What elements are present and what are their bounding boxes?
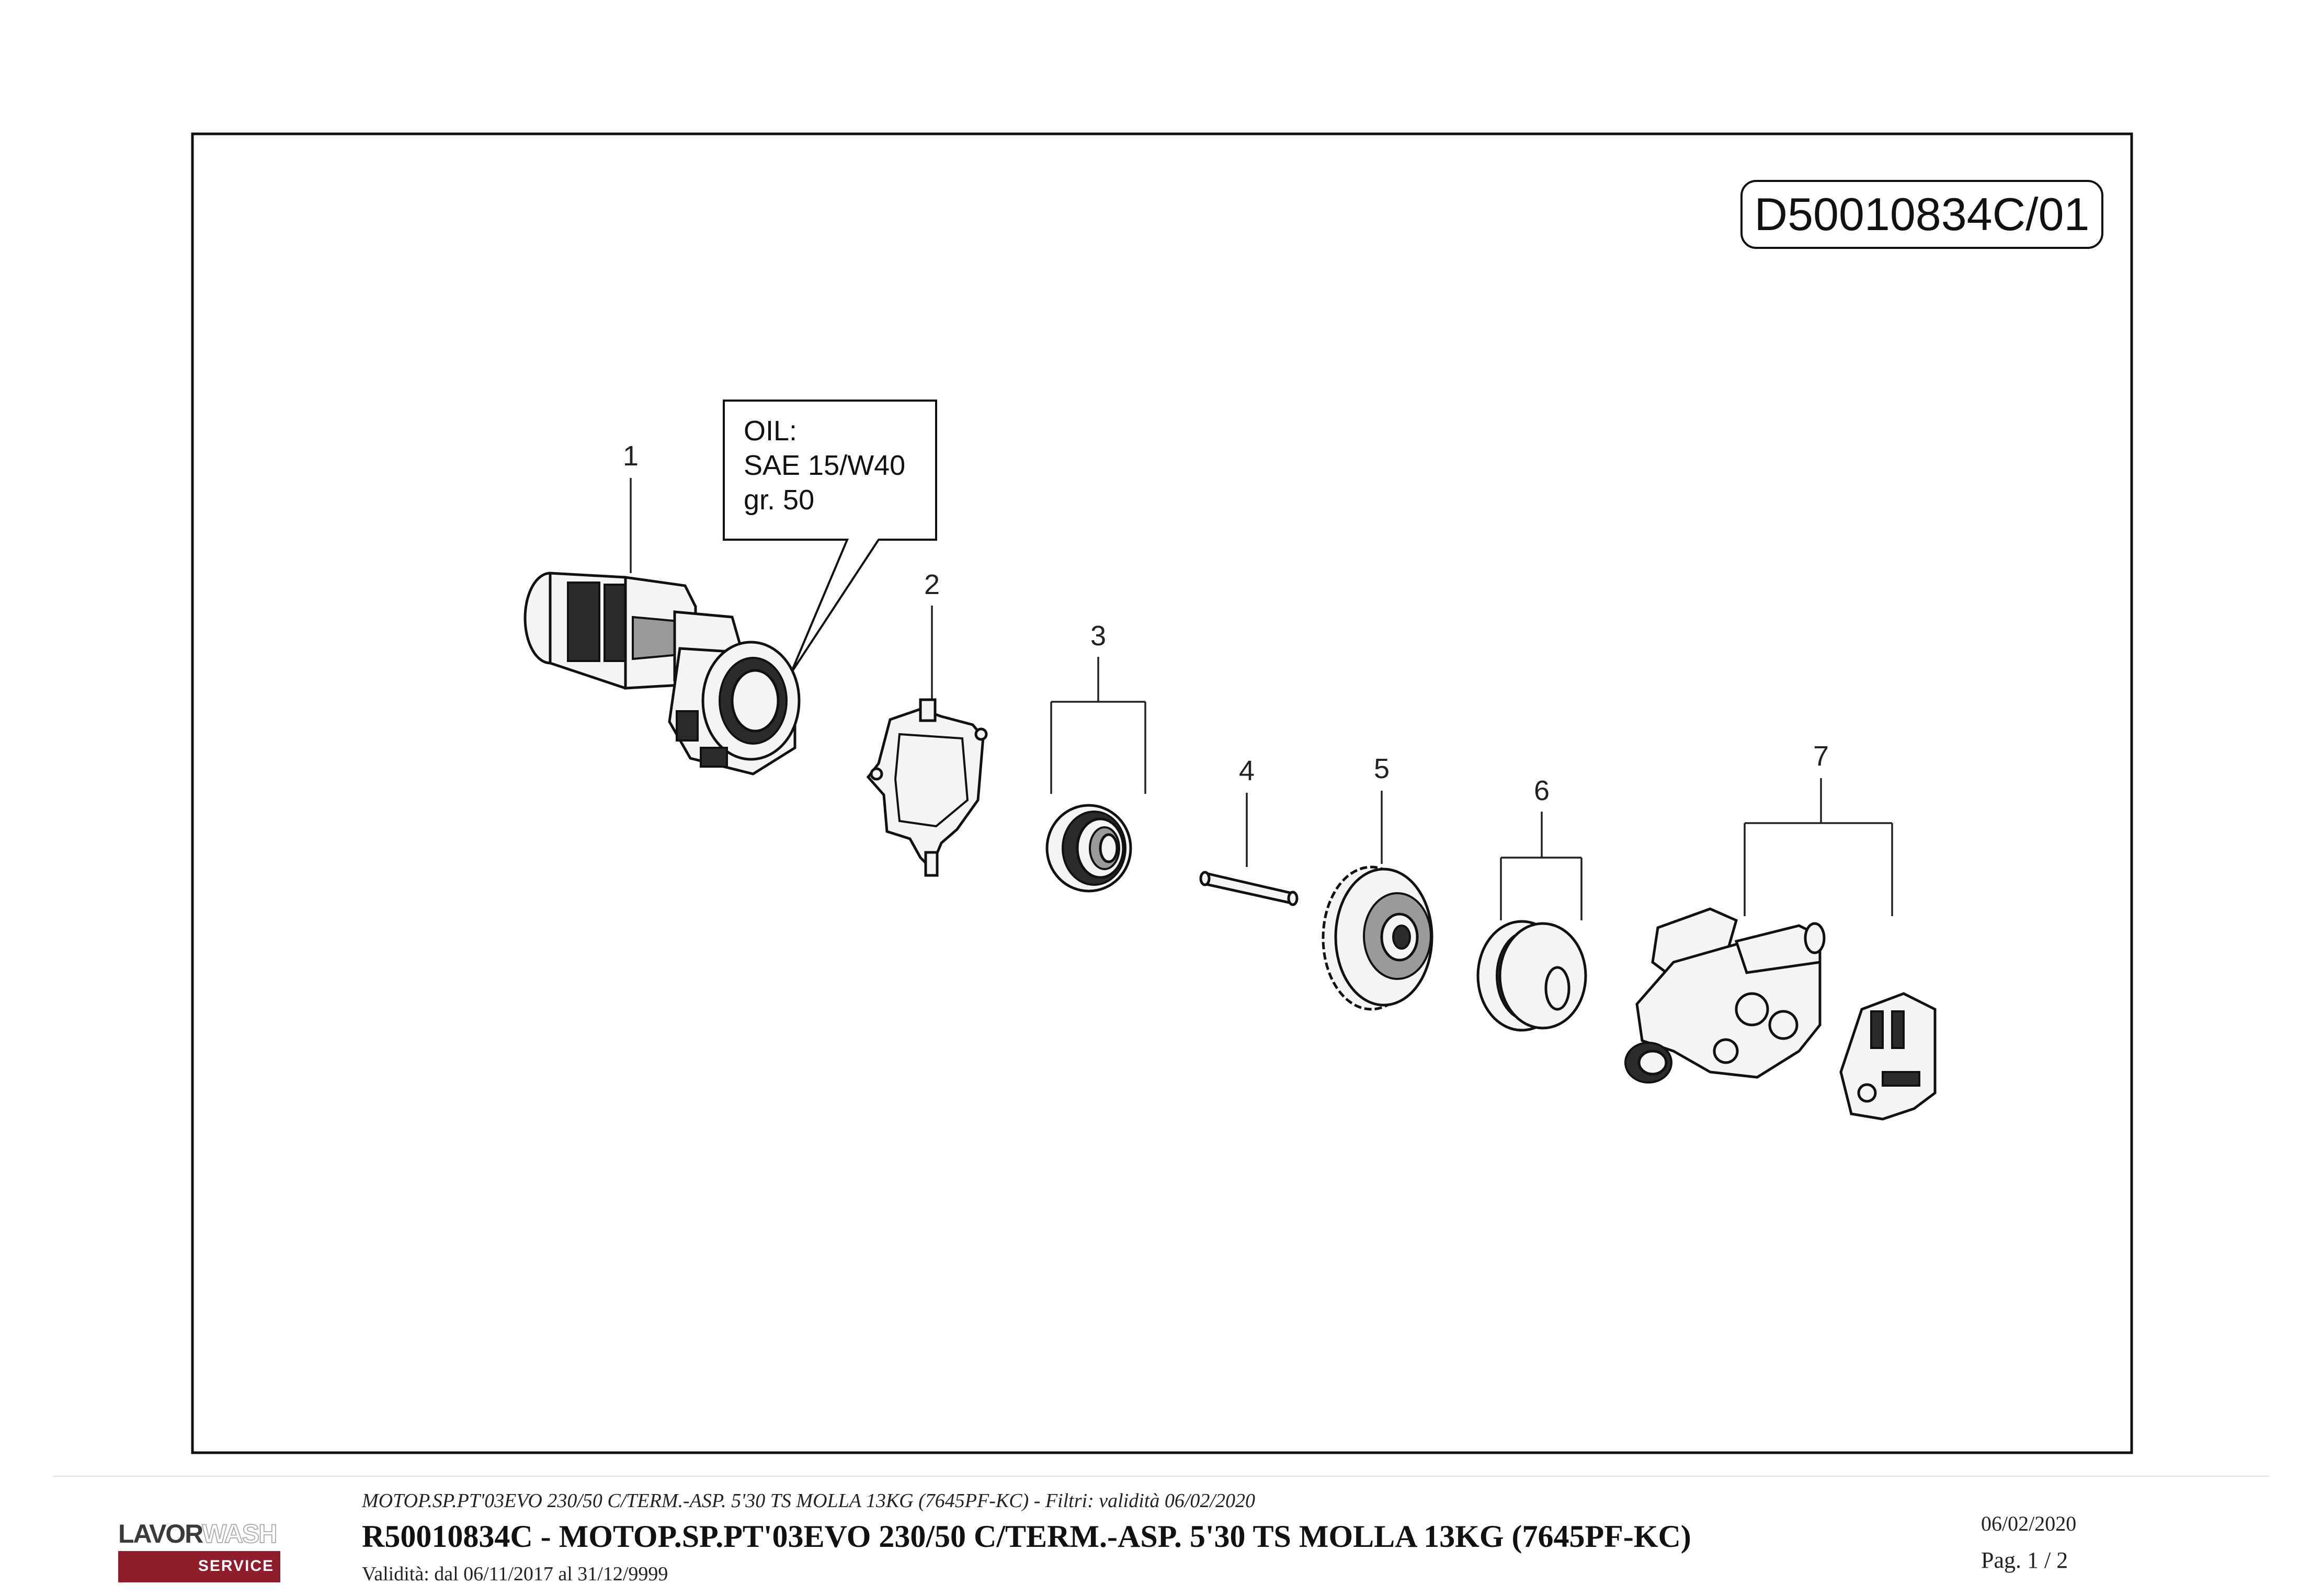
part-number-4: 4 [1239, 755, 1255, 786]
leader-6 [1500, 812, 1583, 920]
footer-subtitle: MOTOP.SP.PT'03EVO 230/50 C/TERM.-ASP. 5'… [362, 1490, 1255, 1512]
drawing-code: D50010834C/01 [1755, 188, 2090, 240]
logo-wordmark: LAVORWASH [118, 1519, 280, 1549]
part-number-2: 2 [924, 569, 940, 600]
leader-3 [1050, 657, 1146, 794]
part-4-pin [1199, 871, 1299, 906]
logo-brand-wash: WASH [201, 1519, 278, 1549]
part-number-6: 6 [1534, 775, 1550, 806]
drawing-frame [191, 132, 2133, 1454]
part-3-seal [1045, 804, 1132, 893]
part-number-3: 3 [1090, 620, 1106, 652]
oil-callout: OIL: SAE 15/W40 gr. 50 [723, 400, 937, 675]
footer-validity: Validità: dal 06/11/2017 al 31/12/9999 [362, 1563, 668, 1585]
part-number-1: 1 [623, 440, 639, 472]
footer-title: R50010834C - MOTOP.SP.PT'03EVO 230/50 C/… [362, 1519, 1691, 1554]
part-6-seal [1476, 920, 1587, 1032]
part-7-pump-head [1624, 907, 1826, 1084]
part-number-7: 7 [1813, 740, 1829, 772]
logo-service-bar: SERVICE [118, 1551, 280, 1582]
lavorwash-service-logo: LAVORWASH SERVICE [118, 1519, 280, 1582]
drawing-code-badge: D50010834C/01 [1740, 180, 2103, 249]
logo-service-text: SERVICE [198, 1557, 274, 1575]
logo-brand-lavor: LAVOR [118, 1519, 203, 1548]
part-5-gear [1322, 865, 1433, 1011]
footer-date: 06/02/2020 [1981, 1512, 2077, 1535]
part-number-5: 5 [1374, 753, 1390, 784]
leader-7 [1744, 778, 1893, 916]
oil-label: OIL: [744, 415, 797, 447]
footer-divider [52, 1476, 2270, 1477]
footer-page-number: Pag. 1 / 2 [1981, 1547, 2068, 1573]
part-7-valve-body [1839, 992, 1937, 1121]
part-1-motor [523, 572, 801, 776]
oil-grade: SAE 15/W40 [744, 450, 905, 481]
part-2-gasket [866, 698, 988, 877]
oil-quantity: gr. 50 [744, 484, 814, 516]
